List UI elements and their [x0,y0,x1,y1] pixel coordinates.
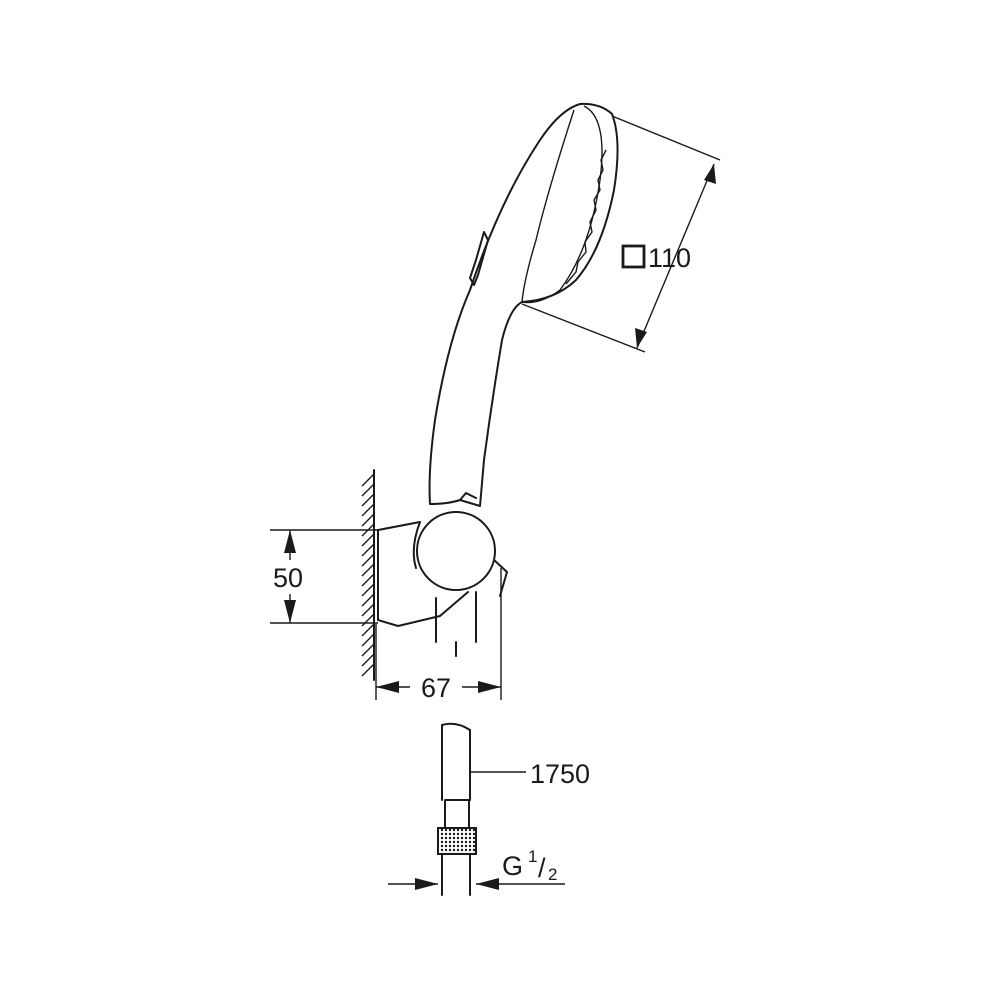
dim-connection-prefix: G [502,851,523,881]
wall-holder [377,511,508,657]
dim-hose-length-label: 1750 [530,759,590,789]
square-symbol-icon [621,244,646,269]
hand-shower-outline [428,102,619,507]
holder-swivel-knob [416,511,496,591]
dim-head-size-label: 110 [648,243,691,273]
dim-holder-depth: 67 [375,568,502,704]
dim-connection-denominator: 2 [548,865,557,884]
hose-ferrule [444,799,470,829]
dim-connection: G 1 / 2 [388,847,565,890]
dim-holder-depth-label: 67 [421,673,451,703]
wall [361,469,375,681]
dim-head-size: 110 [521,115,721,353]
hose [437,722,477,896]
spray-mode-button [469,231,489,286]
dim-connection-slash: / [538,853,546,883]
hose-nut-knurled [437,827,477,855]
dim-connection-numerator: 1 [528,847,537,866]
dim-hose-length: 1750 [470,759,590,789]
hand-shower-inner-contour [521,109,575,303]
dim-holder-height-label: 50 [273,563,303,593]
dim-holder-height: 50 [270,529,378,624]
spray-nozzles-edge [565,149,607,285]
hand-shower [428,102,619,507]
